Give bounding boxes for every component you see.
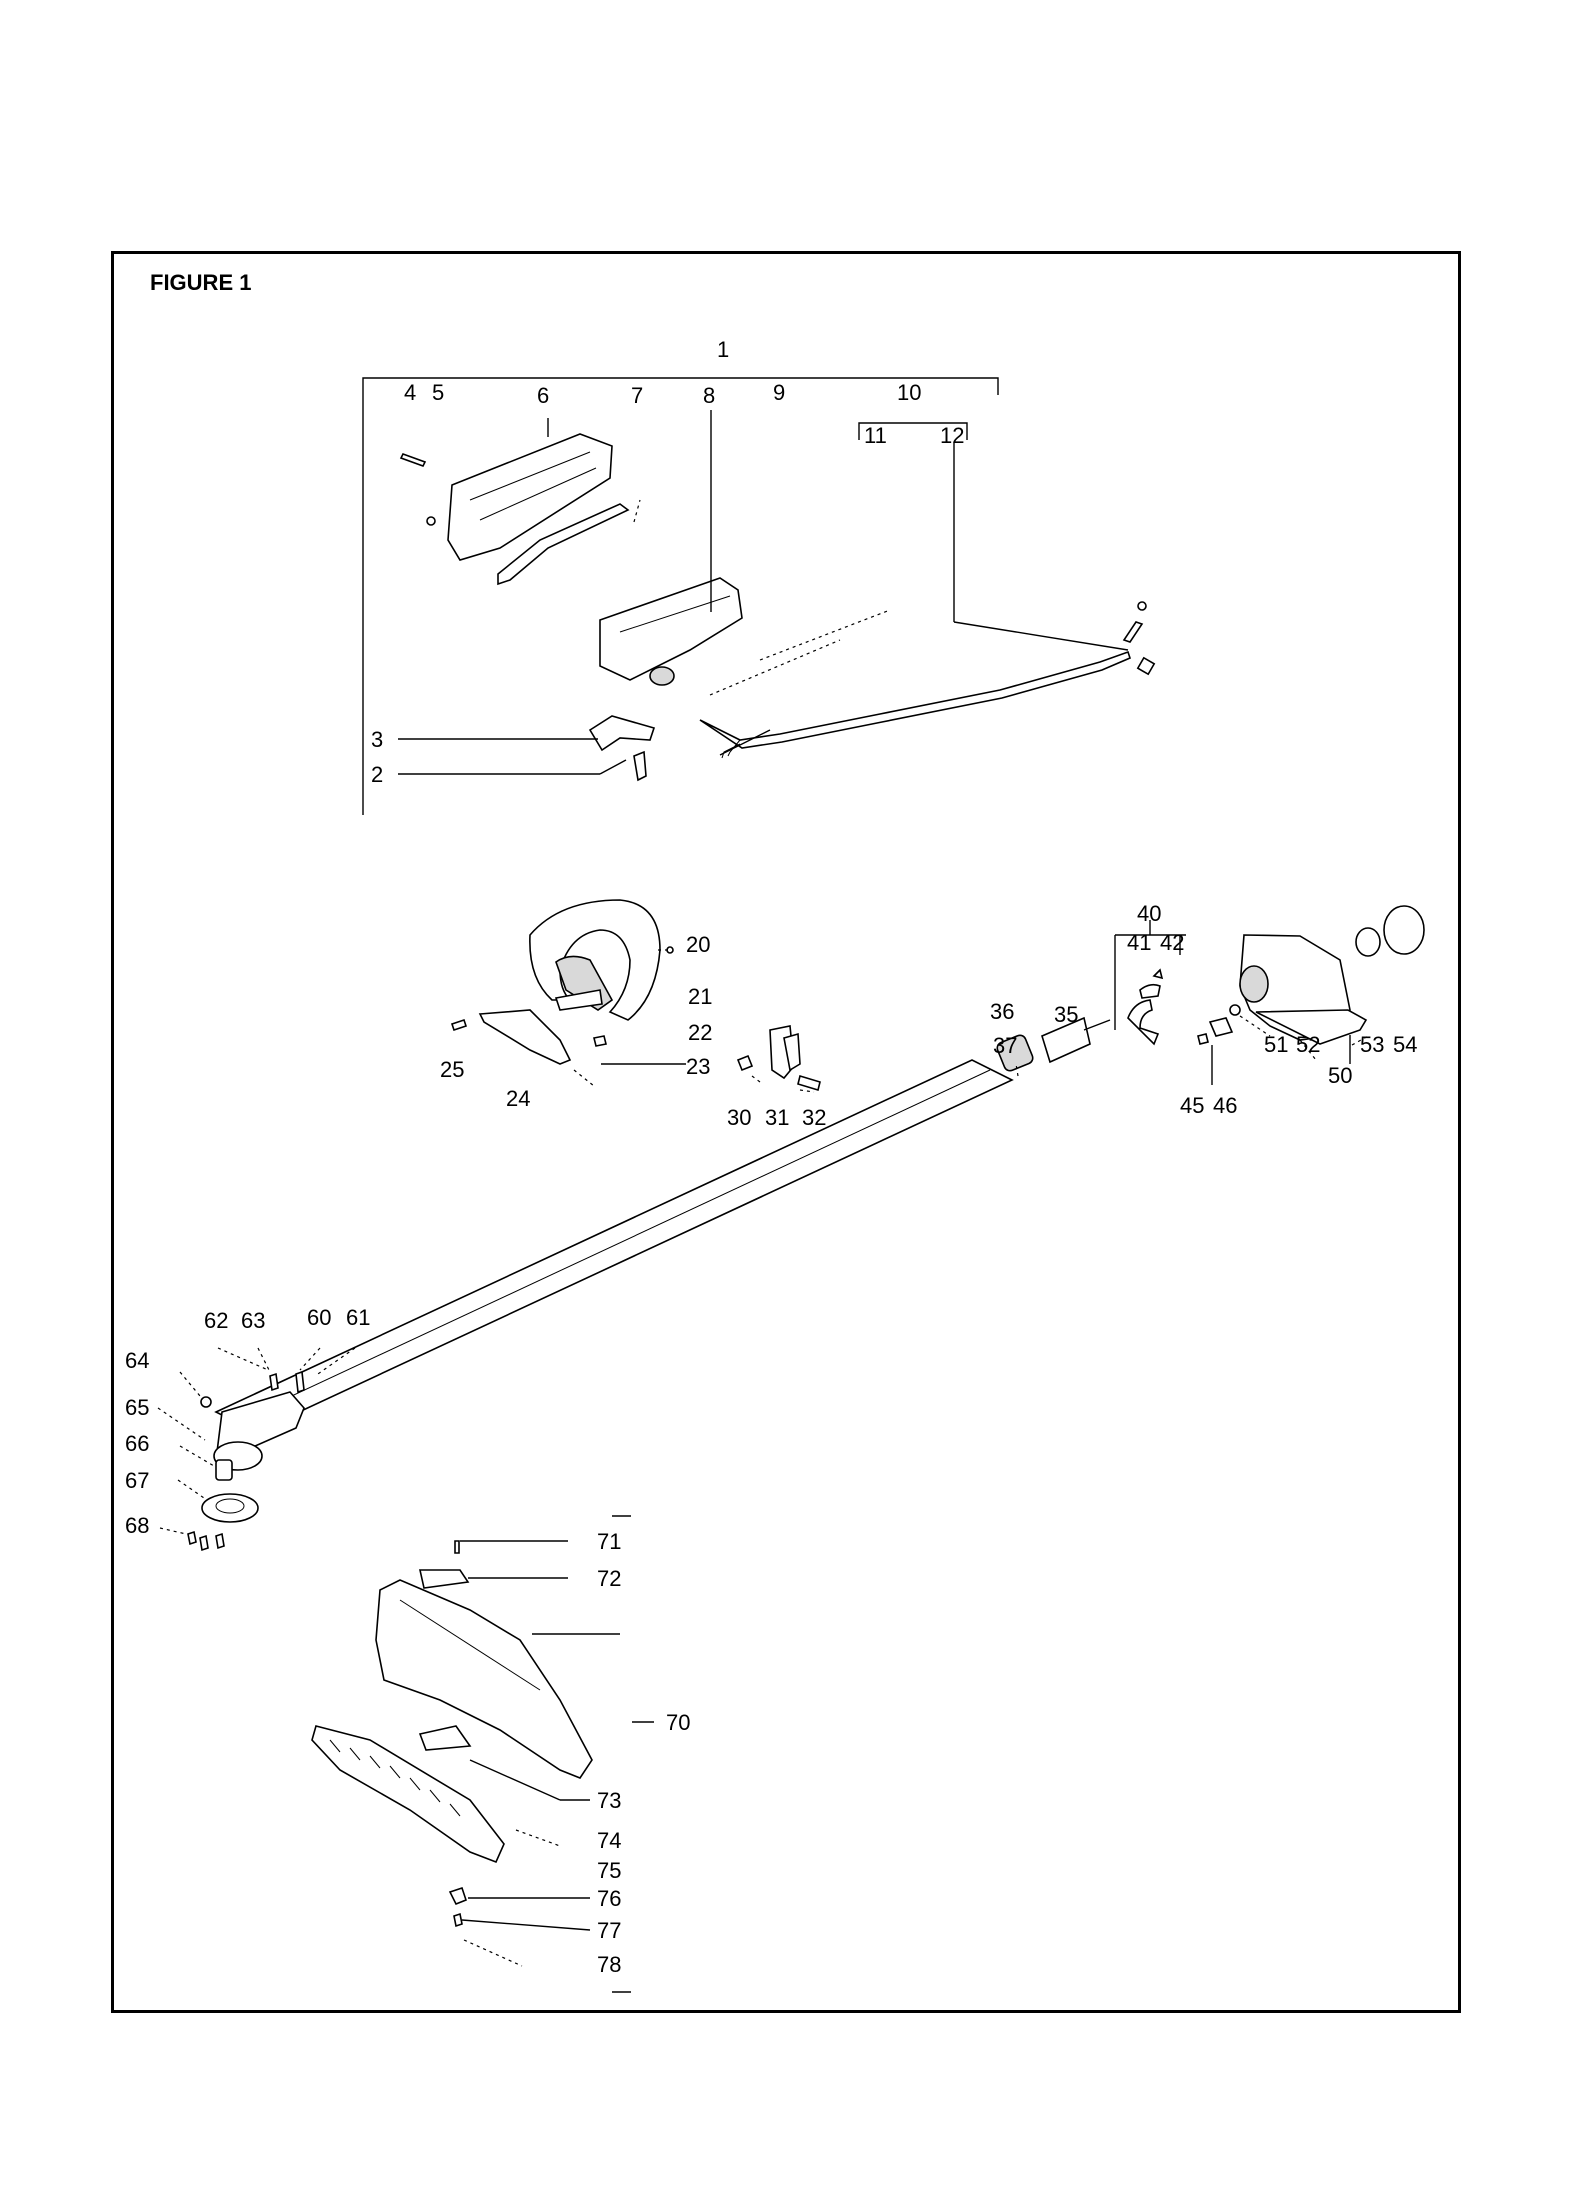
label-71: 71 <box>597 1529 621 1554</box>
label-40: 40 <box>1137 901 1161 926</box>
label-20: 20 <box>686 932 710 957</box>
label-9: 9 <box>773 380 785 405</box>
label-7: 7 <box>631 383 643 408</box>
assembly-1-bracket <box>362 377 999 815</box>
label-45: 45 <box>1180 1093 1204 1118</box>
label-61: 61 <box>346 1305 370 1330</box>
label-62: 62 <box>204 1308 228 1333</box>
label-8: 8 <box>703 383 715 408</box>
label-25: 25 <box>440 1057 464 1082</box>
label-67: 67 <box>125 1468 149 1493</box>
label-70: 70 <box>666 1710 690 1735</box>
label-76: 76 <box>597 1886 621 1911</box>
figure-title: FIGURE 1 <box>150 270 252 295</box>
label-51: 51 <box>1264 1032 1288 1057</box>
label-64: 64 <box>125 1348 149 1373</box>
label-46: 46 <box>1213 1093 1237 1118</box>
label-2: 2 <box>371 762 383 787</box>
clutch-housing-drawing <box>1127 905 1425 1046</box>
label-11: 11 <box>864 423 887 448</box>
label-21: 21 <box>688 984 712 1009</box>
label-63: 63 <box>241 1308 265 1333</box>
label-78: 78 <box>597 1952 621 1977</box>
label-37: 37 <box>993 1033 1017 1058</box>
label-75: 75 <box>597 1858 621 1883</box>
label-66: 66 <box>125 1431 149 1456</box>
label-42: 42 <box>1160 930 1184 955</box>
handle-assembly-drawing <box>399 433 1156 782</box>
bevel-gear-head-drawing <box>187 1370 305 1552</box>
label-77: 77 <box>597 1918 621 1943</box>
figure-frame <box>111 251 1461 2013</box>
label-31: 31 <box>765 1105 789 1130</box>
label-65: 65 <box>125 1395 149 1420</box>
label-32: 32 <box>802 1105 826 1130</box>
label-50: 50 <box>1328 1063 1352 1088</box>
label-6: 6 <box>537 383 549 408</box>
label-24: 24 <box>506 1086 530 1111</box>
label-3: 3 <box>371 727 383 752</box>
label-73: 73 <box>597 1788 621 1813</box>
label-72: 72 <box>597 1566 621 1591</box>
label-60: 60 <box>307 1305 331 1330</box>
drive-tube-drawing <box>214 1016 1111 1433</box>
label-12: 12 <box>940 423 964 448</box>
label-54: 54 <box>1393 1032 1417 1057</box>
label-41: 41 <box>1127 930 1151 955</box>
label-5: 5 <box>432 380 444 405</box>
label-30: 30 <box>727 1105 751 1130</box>
label-74: 74 <box>597 1828 621 1853</box>
label-4: 4 <box>404 380 416 405</box>
label-1: 1 <box>717 337 729 362</box>
label-36: 36 <box>990 999 1014 1024</box>
label-68: 68 <box>125 1513 149 1538</box>
guard-assembly-drawing <box>311 1540 593 1928</box>
label-10: 10 <box>897 380 921 405</box>
barrier-handle-drawing <box>450 899 821 1092</box>
label-35: 35 <box>1054 1002 1078 1027</box>
part-labels: 1 4 5 6 7 8 9 10 11 12 3 2 20 21 22 23 2… <box>125 337 1417 1977</box>
label-23: 23 <box>686 1054 710 1079</box>
label-53: 53 <box>1360 1032 1384 1057</box>
label-22: 22 <box>688 1020 712 1045</box>
label-52: 52 <box>1296 1032 1320 1057</box>
leader-lines <box>157 410 1371 1993</box>
